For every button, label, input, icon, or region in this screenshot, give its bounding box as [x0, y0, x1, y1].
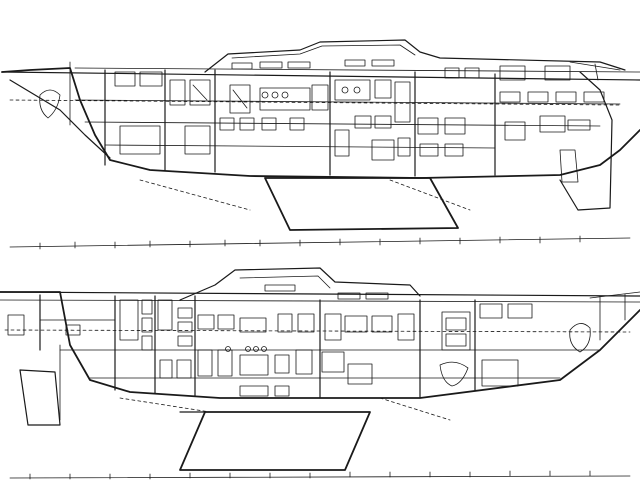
lower-sheer: [0, 291, 640, 297]
upper-section-lines: [139, 179, 471, 211]
lower-bow-pulpit: [589, 291, 640, 341]
lower-profile: [0, 267, 640, 471]
lower-galley: [225, 346, 267, 352]
upper-deck-line: [74, 67, 640, 73]
lower-waterline: [4, 329, 631, 333]
portlight: [371, 59, 395, 67]
lower-hull: [0, 291, 640, 399]
portlight: [287, 61, 311, 69]
lower-section-lines: [119, 397, 451, 421]
upper-deckhouse: [204, 39, 626, 73]
upper-deckhouse-inner: [231, 44, 416, 59]
lower-keel: [179, 411, 371, 471]
portlight: [344, 59, 366, 67]
upper-shelves: [74, 99, 621, 149]
portlight: [365, 292, 389, 300]
portlight: [337, 292, 361, 300]
lower-chain-locker: [569, 323, 591, 353]
upper-pulpit: [569, 61, 621, 81]
portlight: [259, 61, 283, 69]
portlight: [231, 62, 253, 70]
upper-profile: [1, 39, 640, 231]
upper-hull-inner: [9, 79, 111, 159]
lower-deckhouse-inner: [239, 275, 331, 289]
lower-head: [439, 361, 469, 387]
upper-bulkheads: [104, 69, 496, 177]
lower-bulkheads: [39, 294, 476, 399]
upper-rudder-stock: [559, 149, 579, 183]
upper-waterline: [9, 99, 621, 106]
upper-sheer: [1, 71, 640, 81]
upper-hull: [1, 67, 640, 179]
portlight: [264, 284, 296, 292]
upper-transom: [559, 71, 613, 211]
lower-rudder: [19, 369, 61, 426]
upper-lockers: [114, 65, 605, 161]
upper-anchor-locker: [39, 89, 61, 119]
station-scale-upper: [9, 235, 631, 250]
upper-galley: [192, 84, 361, 109]
lower-lockers: [7, 299, 533, 397]
station-scale-lower: [9, 470, 631, 480]
lower-deckhouse: [179, 267, 421, 301]
upper-keel: [264, 177, 459, 231]
